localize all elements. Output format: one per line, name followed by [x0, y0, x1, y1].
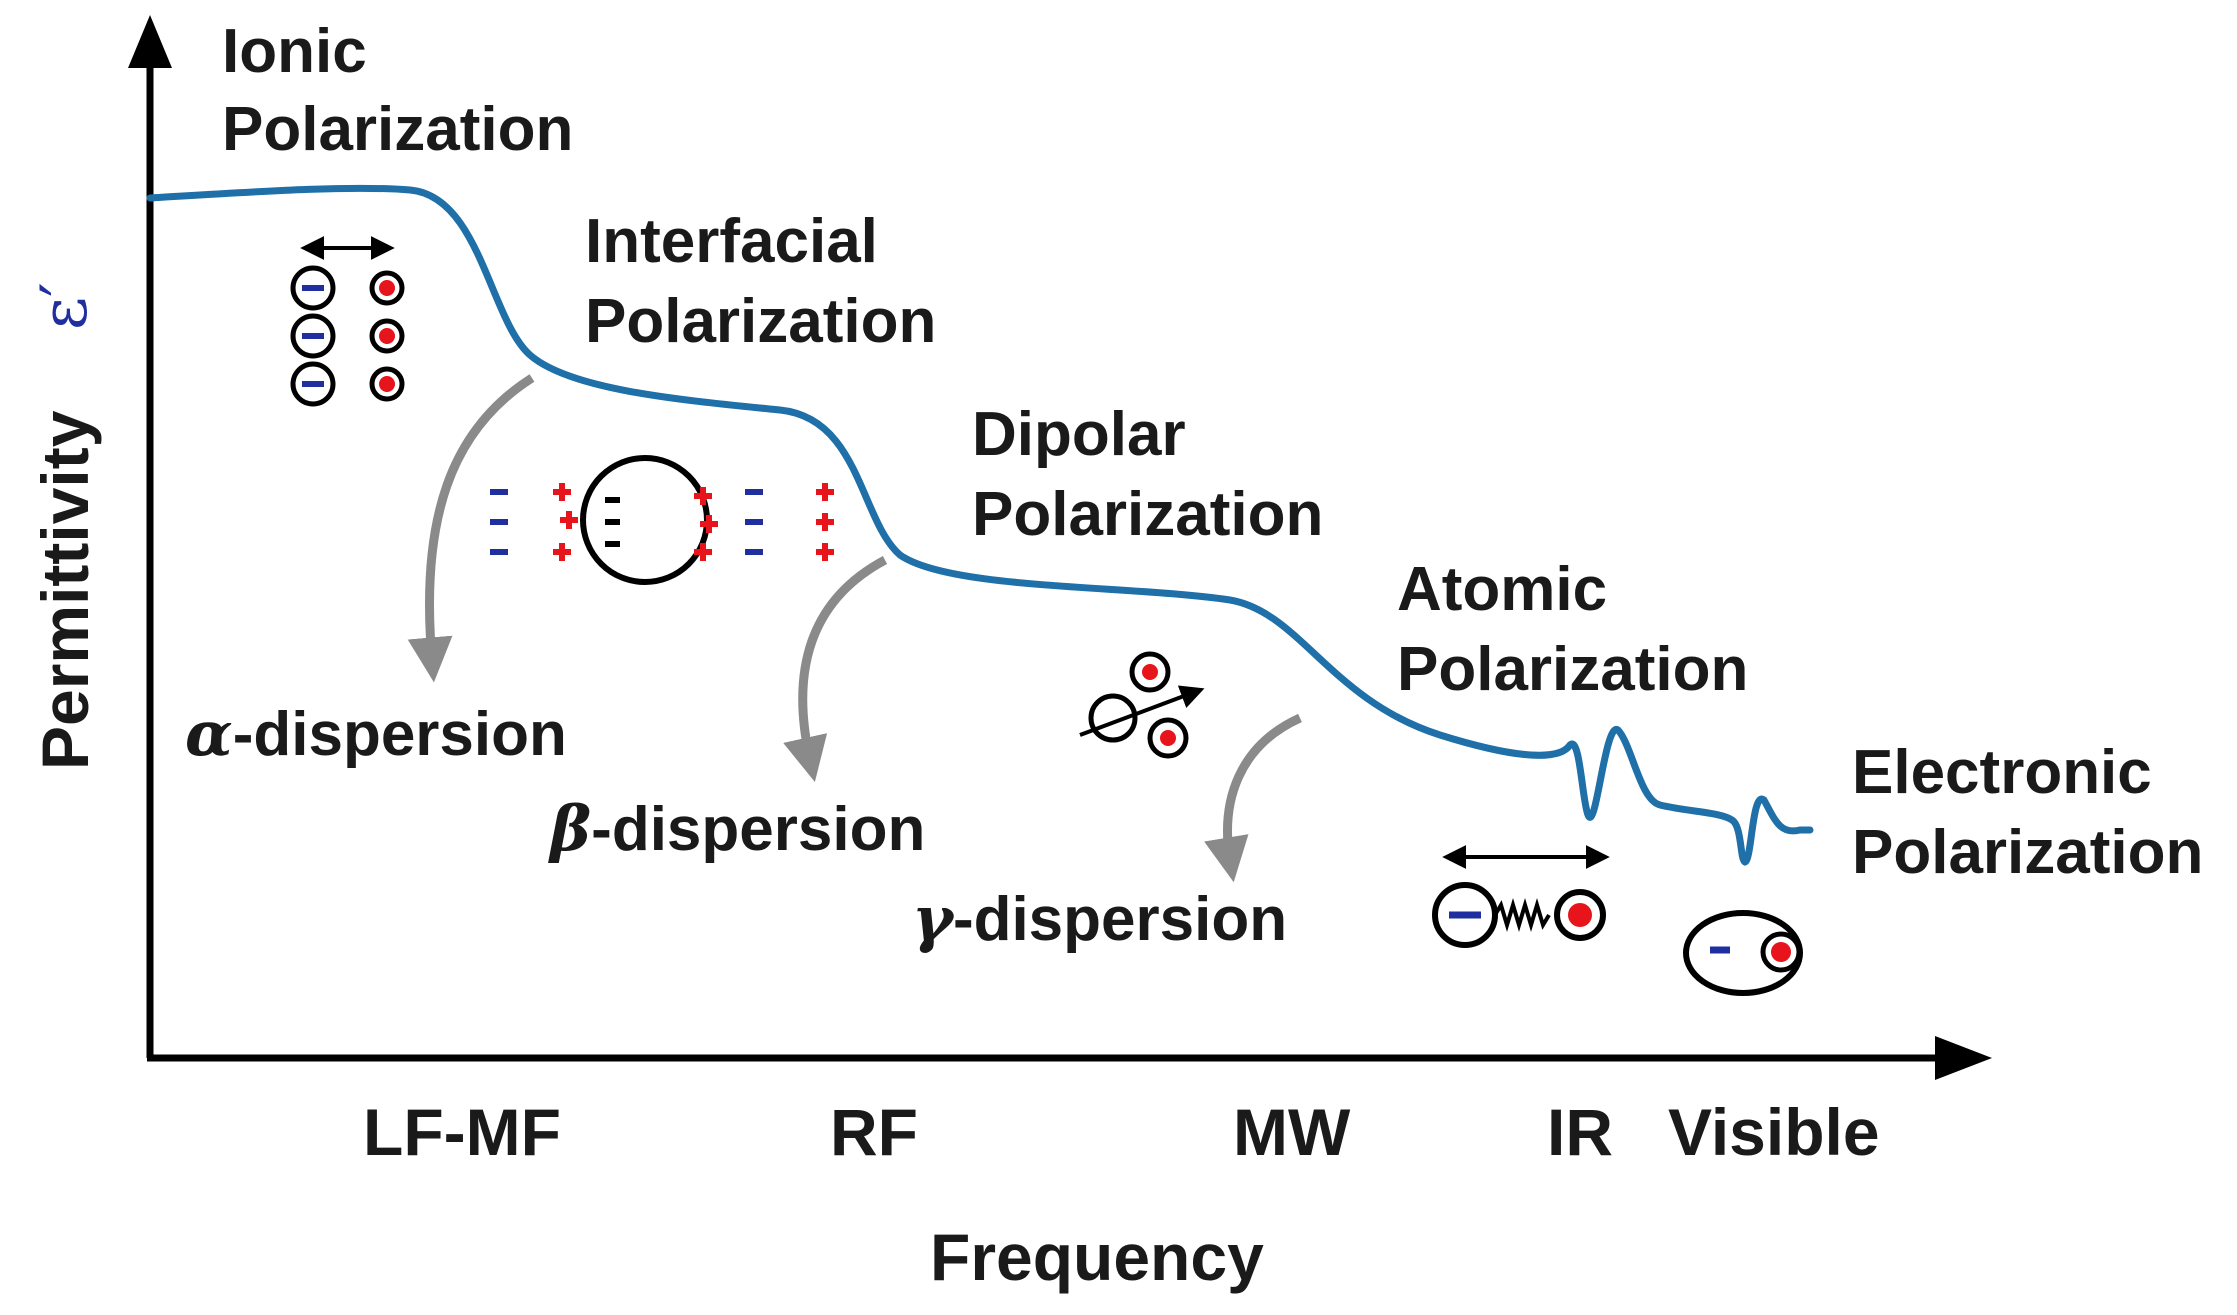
y-axis-title: Permittivity [28, 410, 102, 770]
region-label-mw: MW [1233, 1095, 1351, 1169]
permittivity-curve [146, 184, 1814, 866]
gamma-dispersion-label: γ-dispersion [912, 882, 1287, 955]
region-label-visible: Visible [1668, 1095, 1880, 1169]
gamma-dispersion-arrow [1204, 713, 1302, 883]
region-label-rf: RF [830, 1095, 918, 1169]
x-axis-title: Frequency [930, 1220, 1264, 1294]
beta-dispersion-label: β-dispersion [548, 792, 925, 865]
y-axis-arrowhead [128, 15, 172, 68]
cell-membrane-icon [490, 455, 834, 585]
beta-dispersion-arrow [783, 556, 888, 782]
atomic-polarization-label: Atomic Polarization [1397, 555, 1748, 704]
x-axis-arrowhead [1935, 1036, 1992, 1080]
axes [128, 15, 1992, 1080]
alpha-dispersion-arrow [407, 374, 535, 683]
region-label-lf-mf: LF-MF [363, 1095, 561, 1169]
electron-cloud-icon [1683, 910, 1803, 996]
electronic-polarization-label: Electronic Polarization [1852, 738, 2203, 887]
ion-lattice-icon [290, 236, 405, 407]
atomic-spring-icon [1432, 845, 1610, 948]
y-axis-symbol: ε′ [28, 282, 102, 330]
rotating-dipole-icon [1079, 651, 1205, 759]
dipolar-polarization-label: Dipolar Polarization [972, 400, 1323, 549]
alpha-dispersion-label: α-dispersion [185, 697, 567, 770]
region-label-ir: IR [1547, 1095, 1613, 1169]
interfacial-polarization-label: Interfacial Polarization [585, 207, 936, 356]
y-axis-label: Permittivity ε′ [28, 282, 102, 770]
ionic-polarization-label: Ionic Polarization [222, 17, 573, 164]
